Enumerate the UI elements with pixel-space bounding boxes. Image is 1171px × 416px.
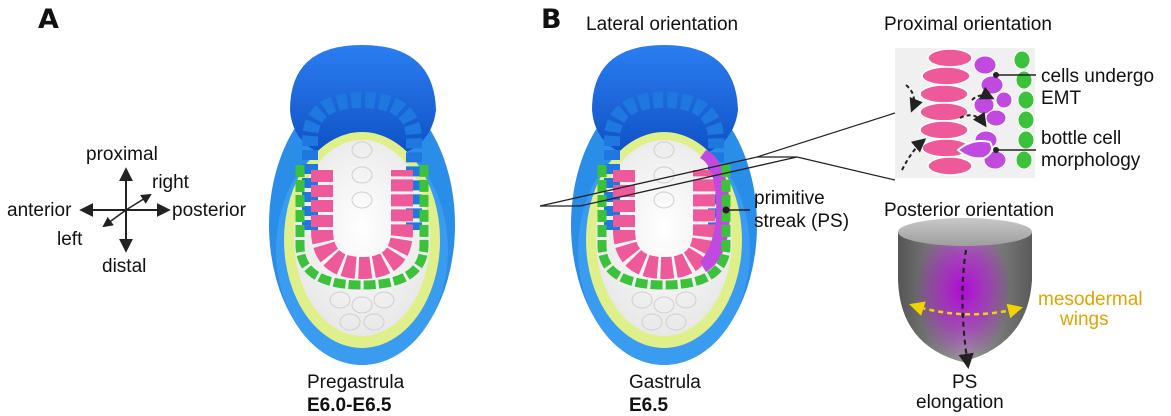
proximal-orientation-title: Proximal orientation — [884, 14, 1052, 35]
bottle-cell-label-line1: bottle cell — [1041, 128, 1121, 149]
primitive-streak-label-line1: primitive — [754, 188, 825, 209]
ps-elongation-label-line2: elongation — [916, 392, 1004, 413]
pregastrula-age-label: E6.0-E6.5 — [307, 395, 392, 416]
gastrula-stage-label: Gastrula — [629, 372, 701, 393]
axis-label-posterior: posterior — [172, 200, 246, 221]
emt-label-line2: EMT — [1041, 88, 1081, 109]
gastrula-embryo — [540, 45, 895, 365]
lateral-orientation-title: Lateral orientation — [586, 14, 738, 35]
bottle-cell-label-line2: morphology — [1041, 150, 1140, 171]
axis-label-distal: distal — [102, 256, 146, 277]
axis-label-proximal: proximal — [86, 144, 158, 165]
axis-label-right: right — [152, 172, 189, 193]
primitive-streak-label-line2: streak (PS) — [754, 211, 849, 232]
ps-elongation-label-line1: PS — [952, 372, 977, 393]
gastrula-age-label: E6.5 — [629, 395, 668, 416]
axis-label-left: left — [57, 229, 82, 250]
proximal-inset — [895, 48, 1036, 178]
emt-label-line1: cells undergo — [1041, 66, 1154, 87]
mesodermal-wings-label-line1: mesodermal — [1038, 289, 1143, 310]
pregastrula-embryo — [269, 45, 455, 365]
pregastrula-stage-label: Pregastrula — [307, 372, 404, 393]
axis-label-anterior: anterior — [7, 200, 71, 221]
mesodermal-wings-label-line2: wings — [1060, 309, 1109, 330]
panel-label-b: B — [541, 4, 562, 35]
posterior-orientation-title: Posterior orientation — [884, 200, 1054, 221]
posterior-cup — [898, 218, 1032, 366]
panel-label-a: A — [38, 4, 59, 35]
